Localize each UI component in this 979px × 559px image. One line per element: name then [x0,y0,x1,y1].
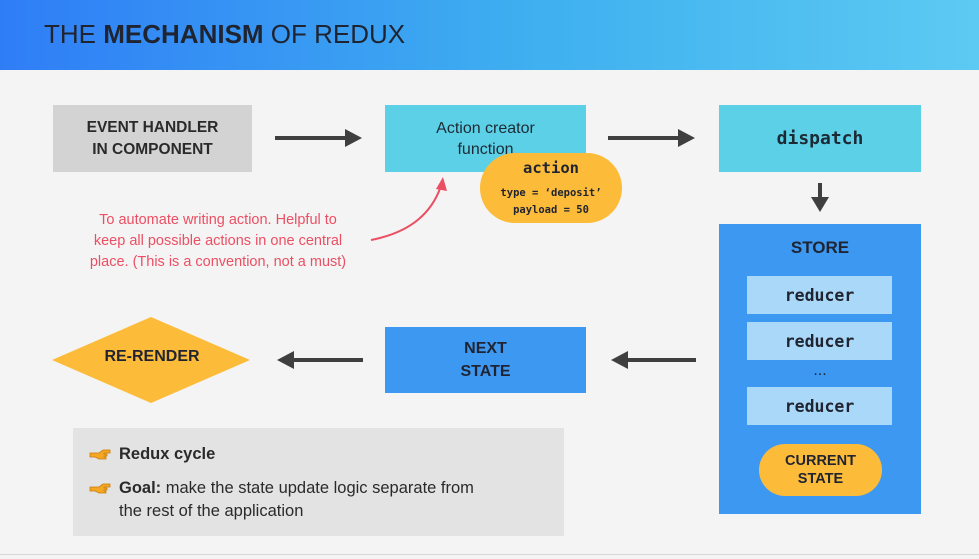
dispatch-label: dispatch [776,128,864,149]
pointing-hand-icon [89,483,111,494]
page-title: THE MECHANISM OF REDUX [44,19,405,50]
dispatch-box: dispatch [719,105,921,172]
pointing-hand-icon [89,449,111,460]
rerender-diamond [52,317,250,403]
bullet2-text: Goal: make the state update logic separa… [119,477,559,523]
reducer-ellipsis: ... [813,362,827,379]
info-box: Redux cycle Goal: make the state update … [73,428,564,536]
next-state-line2: STATE [460,363,511,380]
action-creator-note: To automate writing action. Helpful to k… [60,210,376,273]
current-state-pill: CURRENT STATE [759,444,882,496]
bullet2-line1: make the state update logic separate fro… [161,479,474,497]
current-state-line2: STATE [797,471,844,487]
next-state-line1: NEXT [464,340,507,357]
curved-arrow-icon [370,177,447,241]
title-suffix: OF REDUX [263,19,406,49]
event-handler-line2: IN COMPONENT [92,140,213,158]
arrow-right-icon [275,129,362,147]
note-line3: place. (This is a convention, not a must… [89,254,347,270]
title-bold: MECHANISM [103,19,264,49]
action-creator-line1: Action creator [436,120,535,137]
current-state-line1: CURRENT [785,453,856,469]
note-line1: To automate writing action. Helpful to [99,212,337,228]
action-payload: payload = 50 [513,204,589,216]
arrow-left-icon [611,351,696,369]
bullet1-bold: Redux cycle [119,445,216,463]
note-line2: keep all possible actions in one central [93,233,343,249]
action-creator-line2: function [457,141,514,158]
title-prefix: THE [44,19,104,49]
bullet2-bold: Goal: [119,479,162,497]
bullet2-line2: the rest of the application [119,502,304,520]
arrow-down-icon [811,183,829,212]
store-title: STORE [790,238,850,257]
next-state-box: NEXT STATE [385,327,586,393]
event-handler-box: EVENT HANDLER IN COMPONENT [53,105,252,172]
rerender-label: RE-RENDER [104,348,200,365]
reducer-3: reducer [747,387,892,425]
reducer-2: reducer [747,322,892,360]
footer-divider [0,554,979,555]
store-box: STORE reducer reducer ... reducer CURREN… [719,224,921,514]
action-type: type = ‘deposit’ [500,187,602,199]
arrow-left-icon [277,351,363,369]
action-title: action [523,159,579,177]
arrow-right-icon [608,129,695,147]
event-handler-line1: EVENT HANDLER [86,118,219,136]
action-pill: action type = ‘deposit’ payload = 50 [480,153,622,223]
header-bar: THE MECHANISM OF REDUX [0,0,979,70]
reducer-1: reducer [747,276,892,314]
